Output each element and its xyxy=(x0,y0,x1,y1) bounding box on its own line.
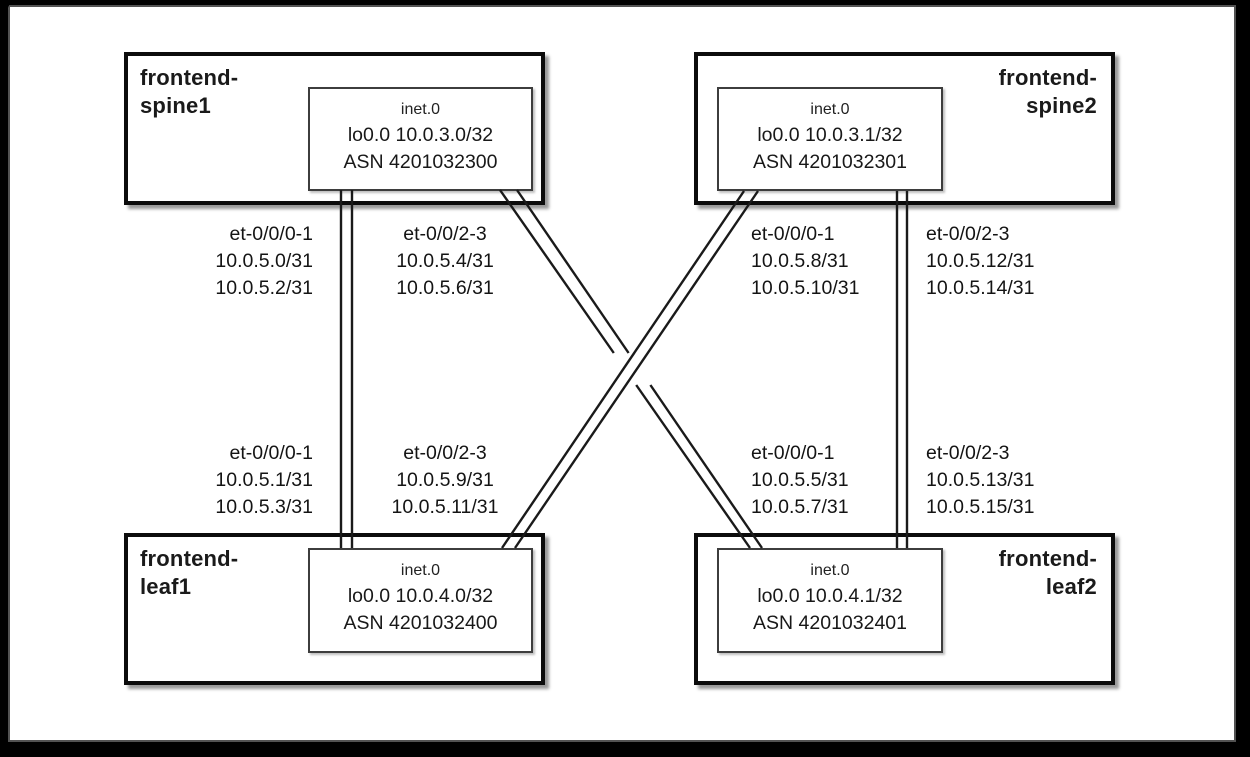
interface-label-leaf2-et0: et-0/0/0-1 10.0.5.5/31 10.0.5.7/31 xyxy=(751,440,891,521)
interface-address: 10.0.5.12/31 xyxy=(926,250,1035,272)
interface-address: 10.0.5.1/31 xyxy=(215,469,313,491)
loopback-address: lo0.0 10.0.4.1/32 xyxy=(757,585,903,607)
interface-name: et-0/0/0-1 xyxy=(751,223,835,245)
interface-name: et-0/0/2-3 xyxy=(403,442,487,464)
loopback-address: lo0.0 10.0.3.1/32 xyxy=(757,124,903,146)
routing-table-name: inet.0 xyxy=(400,562,441,579)
loopback-address: lo0.0 10.0.3.0/32 xyxy=(347,124,494,146)
node-frontend-spine1: frontend-spine1 inet.0 lo0.0 10.0.3.0/32… xyxy=(124,52,545,205)
interface-label-leaf1-et2: et-0/0/2-3 10.0.5.9/31 10.0.5.11/31 xyxy=(370,440,520,521)
interface-address: 10.0.5.6/31 xyxy=(396,277,494,299)
node-title: frontend-spine1 xyxy=(140,65,239,118)
interface-name: et-0/0/0-1 xyxy=(229,223,313,245)
interface-address: 10.0.5.10/31 xyxy=(751,277,860,299)
loopback-address: lo0.0 10.0.4.0/32 xyxy=(347,585,494,607)
interface-address: 10.0.5.2/31 xyxy=(215,277,313,299)
asn-label: ASN 4201032401 xyxy=(753,612,907,634)
interface-label-spine2-et2: et-0/0/2-3 10.0.5.12/31 10.0.5.14/31 xyxy=(926,221,1076,302)
interface-label-leaf1-et0: et-0/0/0-1 10.0.5.1/31 10.0.5.3/31 xyxy=(163,440,313,521)
node-title: frontend-leaf2 xyxy=(998,546,1097,599)
routing-table-box: inet.0 lo0.0 10.0.3.1/32 ASN 4201032301 xyxy=(717,87,943,191)
routing-table-name: inet.0 xyxy=(810,562,850,579)
node-title: frontend-spine2 xyxy=(998,65,1097,118)
asn-label: ASN 4201032400 xyxy=(343,612,498,634)
interface-address: 10.0.5.8/31 xyxy=(751,250,849,272)
node-title: frontend-leaf1 xyxy=(140,546,239,599)
node-frontend-leaf1: frontend-leaf1 inet.0 lo0.0 10.0.4.0/32 … xyxy=(124,533,545,685)
interface-address: 10.0.5.15/31 xyxy=(926,496,1035,518)
interface-address: 10.0.5.9/31 xyxy=(396,469,494,491)
asn-label: ASN 4201032300 xyxy=(343,151,498,173)
interface-name: et-0/0/0-1 xyxy=(229,442,313,464)
interface-address: 10.0.5.13/31 xyxy=(926,469,1035,491)
interface-name: et-0/0/2-3 xyxy=(403,223,487,245)
routing-table-box: inet.0 lo0.0 10.0.3.0/32 ASN 4201032300 xyxy=(308,87,533,191)
interface-name: et-0/0/2-3 xyxy=(926,223,1010,245)
routing-table-name: inet.0 xyxy=(400,101,441,118)
interface-name: et-0/0/2-3 xyxy=(926,442,1010,464)
interface-address: 10.0.5.11/31 xyxy=(391,496,499,518)
interface-address: 10.0.5.5/31 xyxy=(751,469,849,491)
interface-address: 10.0.5.7/31 xyxy=(751,496,849,518)
routing-table-box: inet.0 lo0.0 10.0.4.1/32 ASN 4201032401 xyxy=(717,548,943,653)
node-frontend-leaf2: frontend-leaf2 inet.0 lo0.0 10.0.4.1/32 … xyxy=(694,533,1115,685)
interface-address: 10.0.5.14/31 xyxy=(926,277,1035,299)
interface-label-leaf2-et2: et-0/0/2-3 10.0.5.13/31 10.0.5.15/31 xyxy=(926,440,1076,521)
interface-address: 10.0.5.3/31 xyxy=(215,496,313,518)
interface-address: 10.0.5.0/31 xyxy=(215,250,313,272)
interface-label-spine1-et2: et-0/0/2-3 10.0.5.4/31 10.0.5.6/31 xyxy=(370,221,520,302)
node-frontend-spine2: frontend-spine2 inet.0 lo0.0 10.0.3.1/32… xyxy=(694,52,1115,205)
interface-label-spine2-et0: et-0/0/0-1 10.0.5.8/31 10.0.5.10/31 xyxy=(751,221,891,302)
routing-table-name: inet.0 xyxy=(810,101,850,118)
interface-address: 10.0.5.4/31 xyxy=(396,250,494,272)
asn-label: ASN 4201032301 xyxy=(753,151,907,173)
interface-name: et-0/0/0-1 xyxy=(751,442,835,464)
routing-table-box: inet.0 lo0.0 10.0.4.0/32 ASN 4201032400 xyxy=(308,548,533,653)
interface-label-spine1-et0: et-0/0/0-1 10.0.5.0/31 10.0.5.2/31 xyxy=(163,221,313,302)
